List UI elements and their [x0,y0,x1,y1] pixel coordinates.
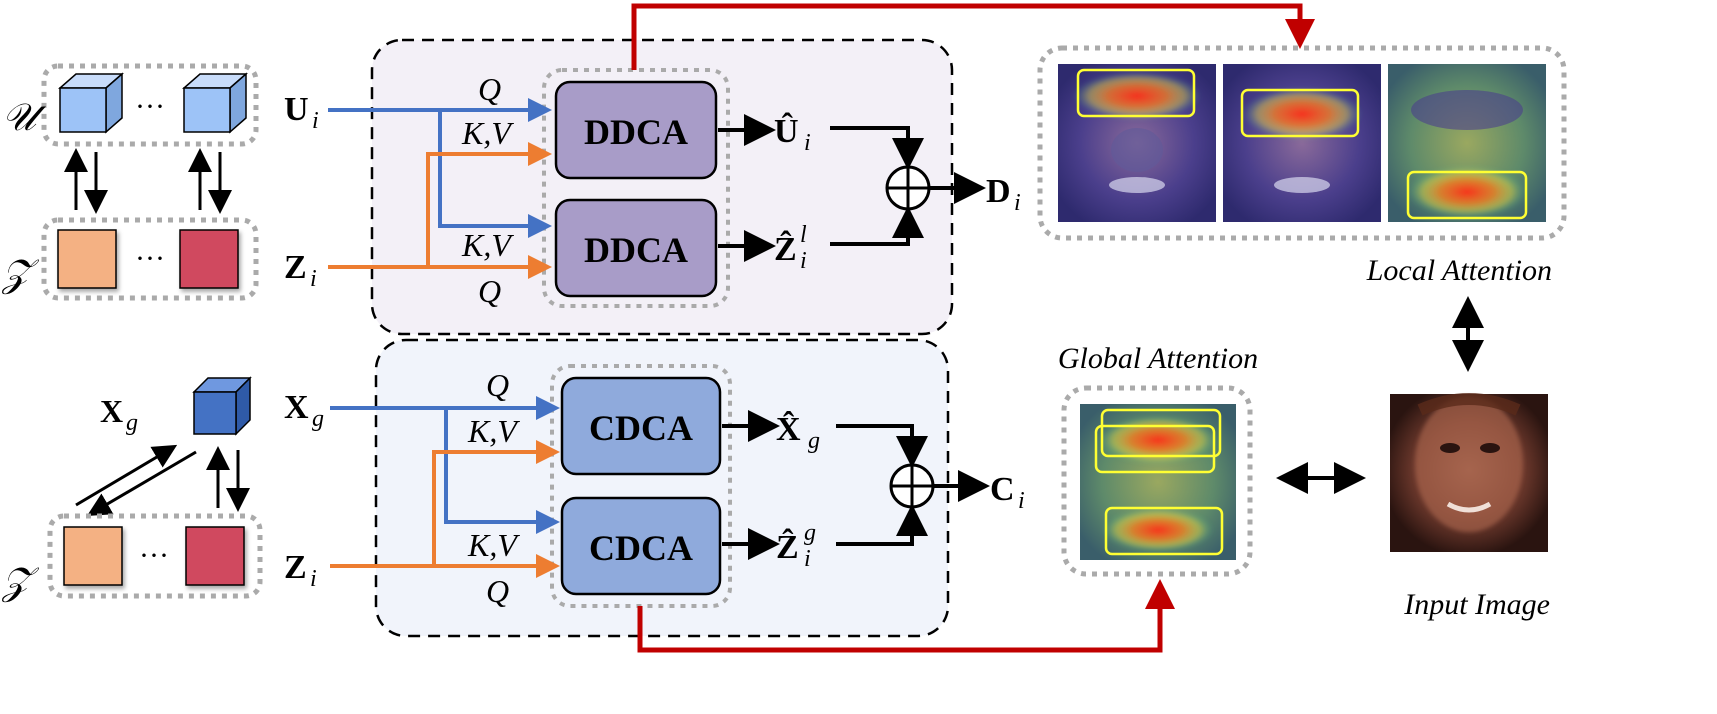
square-icon [185,526,245,586]
cdca-block-1-label: CDCA [589,408,693,448]
xg-group: X g [100,376,252,436]
output-z-hat-l-sup: l [800,222,807,248]
cube-icon [192,376,252,436]
z-set-bottom-ellipsis: ··· [139,539,169,572]
local-attention-dotted-box [1037,45,1567,241]
output-d-sub: i [1014,190,1021,216]
input-image-caption: Input Image [1403,588,1550,621]
input-z-bot-sub: i [310,566,317,592]
red-attention-arrows [631,3,1315,653]
input-z-top-sub: i [310,266,317,292]
input-xg-sub: g [312,406,324,432]
bottom-key-value-arrows-orange [330,440,560,578]
output-z-hat-l-base: Ẑ [774,230,797,268]
input-z-bot-base: Z [284,549,307,586]
z-set-top-dotted-box [41,217,259,301]
output-x-hat-sub: g [808,428,820,454]
highlight-box [1076,68,1196,118]
local-heatmap-1 [1058,64,1216,222]
u-z-exchange-arrows [64,148,232,214]
square-icon [63,526,123,586]
highlight-box [1104,506,1224,556]
top-kv-label-1: K,V [461,115,514,151]
ddca-output-arrows [718,114,986,262]
local-attention-caption: Local Attention [1366,254,1552,287]
highlight-box [1406,170,1528,220]
top-query-arrows-blue [328,98,552,238]
cdca-panel [374,338,950,638]
local-heatmap-3 [1388,64,1546,222]
top-q-label-2: Q [478,273,501,309]
highlight-box [1100,408,1222,458]
top-key-value-arrows-orange [328,142,552,279]
z-set-bottom-group: ··· 𝒵 [1,513,263,603]
u-set-symbol: 𝒰 [2,97,46,139]
output-c-base: C [990,471,1015,508]
bottom-q-label-2: Q [486,573,509,609]
z-set-bottom-dotted-box [47,513,263,599]
ddca-dotted-group [542,68,730,308]
xg-label-sub: g [126,410,138,436]
input-face-image [1390,393,1548,552]
u-set-dotted-box [41,63,259,147]
global-attention-dotted-box [1061,385,1253,577]
output-z-hat-l-sub: i [800,248,807,274]
bottom-kv-label-2: K,V [467,527,520,563]
bottom-q-label-1: Q [486,367,509,403]
cdca-block-2 [560,496,722,596]
bottom-query-arrows-blue [330,396,560,534]
output-z-hat-g-base: Ẑ [776,528,799,566]
highlight-box [1094,424,1216,474]
input-u-sub: i [312,108,319,134]
highlight-box [1240,88,1360,138]
input-xg-base: X [284,389,309,426]
ddca-block-1 [554,80,718,180]
input-u-base: U [284,91,309,128]
bottom-kv-label-1: K,V [467,413,520,449]
cube-icon [58,72,124,134]
cdca-block-1 [560,376,722,476]
xg-z-exchange-arrows [75,444,250,517]
ddca-block-2 [554,198,718,298]
output-x-hat-base: X̂ [776,410,801,448]
ddca-block-2-label: DDCA [584,230,688,270]
square-icon [57,229,117,289]
output-u-hat-sub: i [804,130,811,156]
top-kv-label-2: K,V [461,227,514,263]
square-icon [179,229,239,289]
top-q-label-1: Q [478,71,501,107]
oplus-icon [889,463,935,509]
cdca-output-arrows [722,410,990,560]
z-set-top-symbol: 𝒵 [1,253,40,295]
z-set-bottom-symbol: 𝒵 [1,561,40,603]
input-z-top-base: Z [284,249,307,286]
xg-label-base: X [100,393,123,429]
cube-icon [182,72,248,134]
u-set-group: ··· 𝒰 [2,63,259,147]
local-heatmap-2 [1223,64,1381,222]
z-set-top-group: ··· 𝒵 [1,217,259,301]
output-u-hat-base: Û [774,112,799,150]
ddca-block-1-label: DDCA [584,112,688,152]
global-heatmap [1080,404,1236,560]
global-attention-caption: Global Attention [1058,342,1258,375]
u-set-ellipsis: ··· [135,90,165,123]
oplus-icon [885,165,931,211]
cdca-block-2-label: CDCA [589,528,693,568]
z-set-top-ellipsis: ··· [135,242,165,275]
output-z-hat-g-sup: g [804,520,816,546]
output-c-sub: i [1018,488,1025,514]
output-z-hat-g-sub: i [804,546,811,572]
output-d-base: D [986,173,1011,210]
